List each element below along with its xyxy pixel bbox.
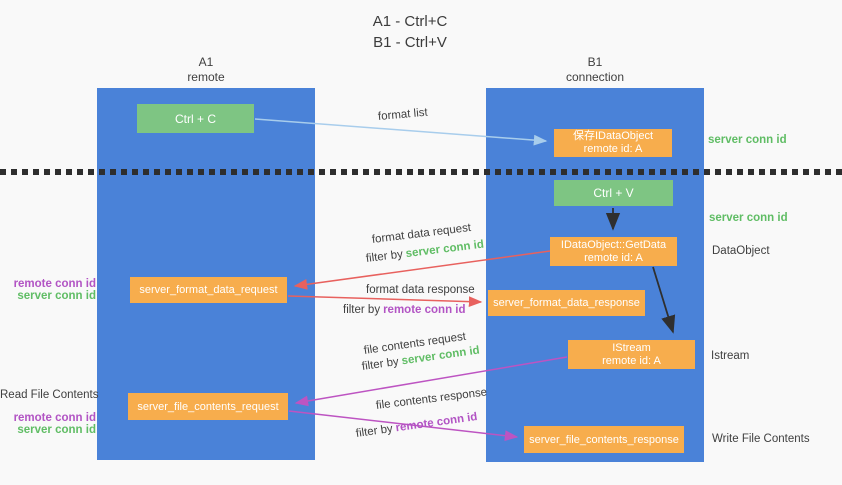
server-conn-id-annotation-left-top: server conn id <box>17 290 96 302</box>
server-file-contents-request-node: server_file_contents_request <box>128 393 288 420</box>
page-title: A1 - Ctrl+C B1 - Ctrl+V <box>0 11 820 53</box>
server-file-contents-response-node: server_file_contents_response <box>524 426 684 453</box>
server-conn-id-annotation-mid: server conn id <box>709 212 788 224</box>
format-data-request-arrow <box>293 250 551 290</box>
server-format-data-response-label: server_format_data_response <box>493 297 640 309</box>
title-line-2: B1 - Ctrl+V <box>373 34 447 51</box>
istream-node: IStream remote id: A <box>568 340 695 369</box>
separator-dotted-line <box>0 169 842 175</box>
right-column-role: connection <box>565 70 625 84</box>
remote-conn-id-annotation-bottom: remote conn id <box>13 412 96 424</box>
getdata-line2: remote id: A <box>584 251 643 264</box>
server-conn-id-annotation-left-bottom: server conn id <box>17 424 96 436</box>
remote-conn-id-text: remote conn id <box>383 304 466 316</box>
left-column-role: remote <box>187 70 225 84</box>
ctrl-v-node: Ctrl + V <box>554 180 673 206</box>
ctrl-c-label: Ctrl + C <box>174 111 216 126</box>
ctrl-v-label: Ctrl + V <box>593 186 634 200</box>
remote-conn-id-annotation-top: remote conn id <box>13 278 96 290</box>
left-column-name: A1 <box>198 55 214 69</box>
getdata-line1: IDataObject::GetData <box>560 238 667 251</box>
file-contents-response-arrow <box>288 410 519 441</box>
format-list-arrow <box>254 118 548 146</box>
ctrl-c-node: Ctrl + C <box>137 104 254 133</box>
getdata-to-istream-arrow <box>652 266 676 334</box>
filter-by-text: filter by <box>343 304 381 316</box>
right-column-name: B1 <box>587 55 603 69</box>
getdata-node: IDataObject::GetData remote id: A <box>550 237 677 266</box>
file-contents-request-arrow <box>294 356 568 407</box>
save-idataobject-node: 保存IDataObject remote id: A <box>554 129 672 157</box>
right-column-header: B1 connection <box>535 55 655 85</box>
server-format-data-request-node: server_format_data_request <box>130 277 287 303</box>
save-idataobject-line1: 保存IDataObject <box>572 130 654 142</box>
title-line-1: A1 - Ctrl+C <box>372 13 448 30</box>
istream-line2: remote id: A <box>602 354 661 367</box>
server-format-data-request-label: server_format_data_request <box>139 284 278 296</box>
format-data-response-arrow <box>287 295 483 308</box>
format-data-response-label: format data response <box>366 284 475 296</box>
write-file-contents-annotation: Write File Contents <box>712 433 810 445</box>
left-column-header: A1 remote <box>146 55 266 85</box>
save-idataobject-line2: remote id: A <box>583 143 643 155</box>
istream-annotation: Istream <box>711 350 750 362</box>
server-file-contents-response-label: server_file_contents_response <box>529 433 679 446</box>
server-conn-id-annotation-top: server conn id <box>708 134 787 146</box>
server-file-contents-request-label: server_file_contents_request <box>137 400 279 413</box>
server-format-data-response-node: server_format_data_response <box>488 290 645 316</box>
dataobject-annotation: DataObject <box>712 245 770 257</box>
istream-line1: IStream <box>612 341 651 354</box>
read-file-contents-annotation: Read File Contents <box>0 389 99 401</box>
